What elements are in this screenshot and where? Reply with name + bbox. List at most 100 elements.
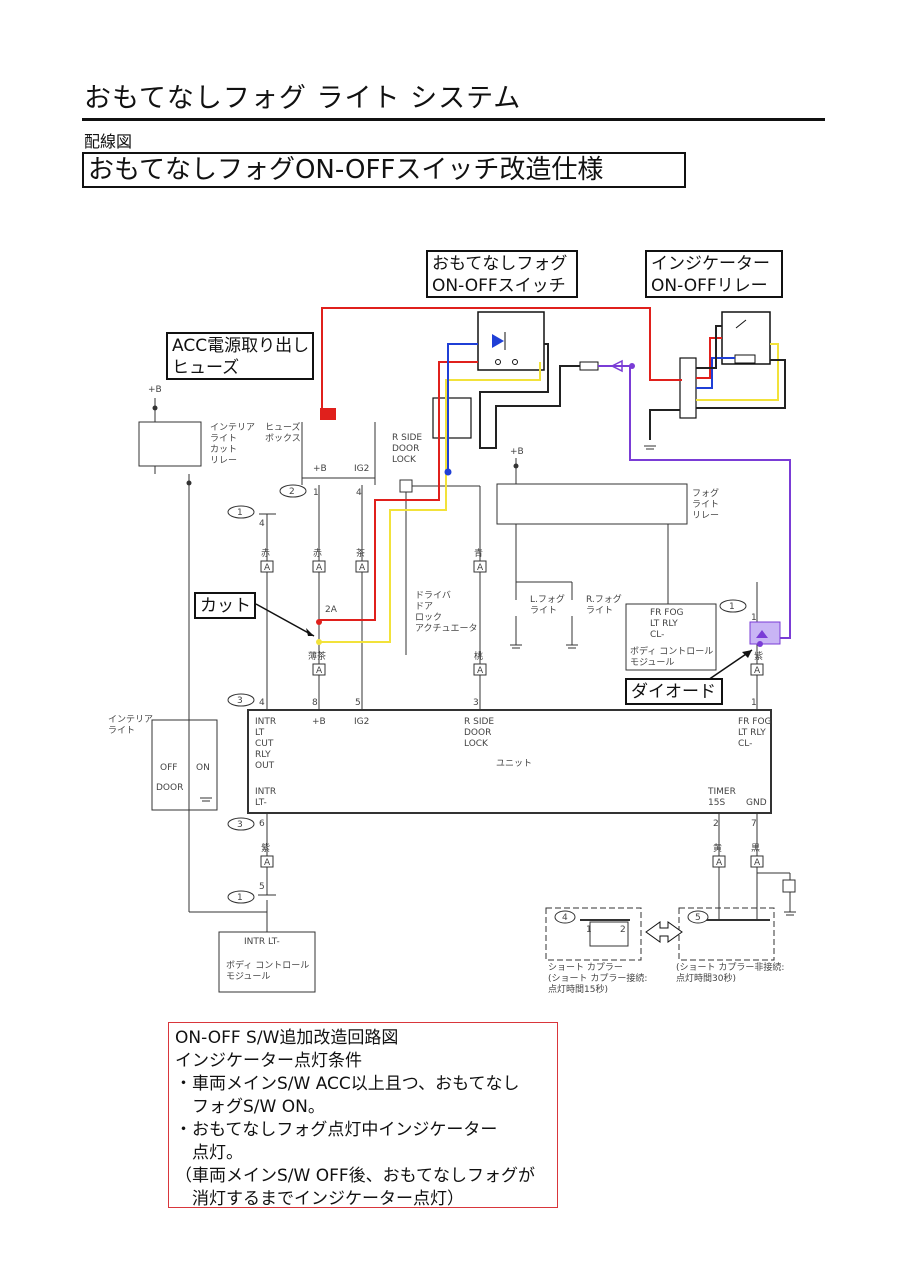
pin-num: 4 xyxy=(259,519,265,529)
fuse-2a-label: 2A xyxy=(325,605,338,615)
driver-door-label: ドライバ xyxy=(415,590,451,601)
fog-switch xyxy=(477,311,545,371)
short-coupler-label: 点灯時間15秒) xyxy=(548,983,608,995)
note-box: ON-OFF S/W追加改造回路図 インジケーター点灯条件 ・車両メインS/W … xyxy=(168,1022,558,1209)
r-fog-label: ライト xyxy=(586,605,613,616)
pin-num: 5 xyxy=(259,882,265,892)
fuse-pin-label: IG2 xyxy=(354,464,369,474)
wire-color-label: 紫 xyxy=(754,651,763,662)
fog-relay-label: フォグ xyxy=(692,487,719,499)
note-line: 消灯するまでインジケーター点灯） xyxy=(175,1189,464,1209)
r-side-door-lock-label: DOOR xyxy=(392,444,419,454)
unit-intr-lt-label: LT- xyxy=(255,798,267,808)
diode-connector xyxy=(579,361,599,371)
unit-rside-label: LOCK xyxy=(464,739,489,749)
connector-num: 2 xyxy=(289,487,295,497)
wire-color-label: 薄茶 xyxy=(308,650,326,662)
wire-letter: A xyxy=(754,666,761,676)
driver-door-label: ドア xyxy=(415,602,433,612)
wire-color-label: 黒 xyxy=(751,843,760,854)
bcm-name-label: ボディ コントロール xyxy=(630,645,713,657)
fuse-box-label: ボックス xyxy=(265,433,301,444)
interior-relay-label: ライト xyxy=(210,433,237,444)
wire-letter: A xyxy=(316,666,323,676)
unit-center-label: ユニット xyxy=(496,759,532,769)
pin-num: 5 xyxy=(355,698,361,708)
pin-num: 7 xyxy=(751,819,757,829)
wire-color-label: 桃 xyxy=(474,650,483,662)
wire-letter: A xyxy=(716,858,723,868)
callout-diode: ダイオード xyxy=(625,678,723,705)
unit-rside-label: R SIDE xyxy=(464,717,494,727)
section-label: 配線図 xyxy=(84,132,133,151)
wire-color-label: 青 xyxy=(474,547,483,559)
callout-line: ヒューズ xyxy=(172,358,240,378)
fuse-pin-label: +B xyxy=(313,464,327,474)
page-title: おもてなしフォグ ライト システム xyxy=(84,83,522,114)
coupler-double-arrow xyxy=(645,921,683,943)
l-fog-label: L.フォグ xyxy=(530,593,565,605)
relay-connector xyxy=(679,357,697,419)
connector-num: 4 xyxy=(562,913,568,923)
interior-relay-label: インテリア xyxy=(210,422,255,433)
schematic-text: +B +B インテリア ライト カット リレー ヒューズ ボックス +B IG2… xyxy=(108,385,784,995)
callout-cut: カット xyxy=(194,592,256,619)
unit-right-label: FR FOG xyxy=(738,717,772,727)
door-label: DOOR xyxy=(156,783,183,793)
callout-line: ON-OFFリレー xyxy=(651,276,768,296)
interior-relay-label: カット xyxy=(210,444,237,455)
l-fog-label: ライト xyxy=(530,605,557,616)
pin-num: 2 xyxy=(713,819,719,829)
fuse-box-label: ヒューズ xyxy=(265,421,301,433)
fog-relay-label: ライト xyxy=(692,499,719,510)
wire-color-label: 黄 xyxy=(713,842,722,854)
unit-left-label: RLY xyxy=(255,750,271,760)
wire-color-label: 茶 xyxy=(356,547,365,559)
bcm-fr-label: LT RLY xyxy=(650,619,678,629)
bcm-intr-label: INTR LT- xyxy=(244,937,280,947)
pin-num: 3 xyxy=(473,698,479,708)
unit-rside-label: DOOR xyxy=(464,728,491,738)
wire-letter: A xyxy=(359,563,366,573)
callout-indicator-relay: インジケーター ON-OFFリレー xyxy=(645,250,783,298)
wire-letter-boxes xyxy=(260,560,796,893)
title-rule xyxy=(82,118,825,121)
pin-num: 6 xyxy=(259,819,265,829)
bcm-fr-label: CL- xyxy=(650,630,664,640)
fuse-pin-num: 1 xyxy=(313,488,319,498)
main-heading: おもてなしフォグON-OFFスイッチ改造仕様 xyxy=(82,152,686,188)
connector-ovals xyxy=(227,484,747,924)
plus-b-label-2: +B xyxy=(510,447,524,457)
wire-color-label: 紫 xyxy=(261,843,270,854)
purple-arrow xyxy=(610,359,623,373)
fuse-pin-num: 4 xyxy=(356,488,362,498)
connector-num: 1 xyxy=(237,893,243,903)
unit-right-label: CL- xyxy=(738,739,752,749)
callout-line: おもてなしフォグ xyxy=(432,254,568,274)
note-line: 点灯。 xyxy=(175,1143,243,1163)
connector-num: 3 xyxy=(237,696,243,706)
r-side-door-lock-label: R SIDE xyxy=(392,433,422,443)
diode xyxy=(749,621,781,647)
unit-left-label: INTR xyxy=(255,717,276,727)
driver-door-label: ロック xyxy=(415,612,442,623)
pin-num: 1 xyxy=(751,613,757,623)
interior-relay-label: リレー xyxy=(210,456,237,466)
pin-num: 1 xyxy=(751,698,757,708)
wire-letter: A xyxy=(477,666,484,676)
wire-color-label: 赤 xyxy=(261,548,270,559)
unit-left-label: CUT xyxy=(255,739,274,749)
callout-acc-fuse: ACC電源取り出し ヒューズ xyxy=(166,332,314,380)
unit-intr-lt-label: INTR xyxy=(255,787,276,797)
note-line: ・車両メインS/W ACC以上且つ、おもてなし xyxy=(175,1074,520,1094)
note-line: フォグS/W ON。 xyxy=(175,1097,325,1117)
unit-ig2-label: IG2 xyxy=(354,717,369,727)
short-coupler-label: (ショート カプラー非接続: xyxy=(676,961,784,973)
unit-gnd-label: GND xyxy=(746,798,767,808)
on-label: ON xyxy=(196,763,210,773)
unit-right-label: LT RLY xyxy=(738,728,766,738)
short-coupler-label: ショート カプラー xyxy=(548,962,623,973)
unit-left-label: LT xyxy=(255,728,265,738)
wire-letter: A xyxy=(264,563,271,573)
